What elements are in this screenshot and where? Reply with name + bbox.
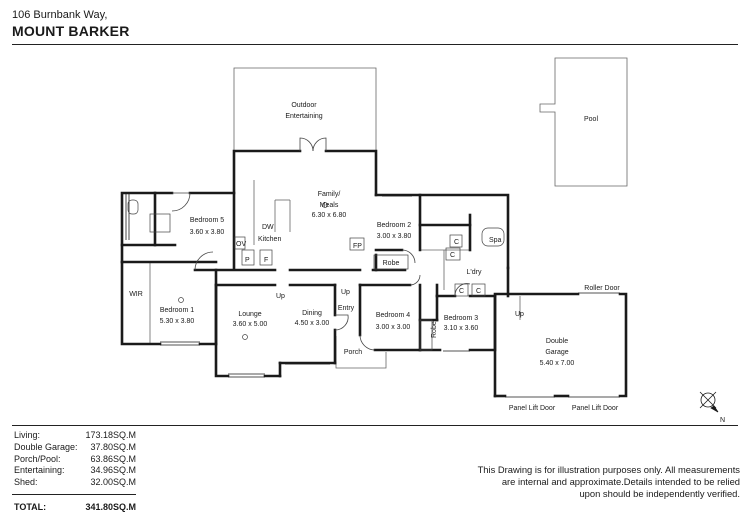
label-bedroom5-dim: 3.60 x 3.80 (190, 229, 225, 236)
fireplace-icon (349, 237, 365, 251)
fixtures (127, 199, 505, 351)
area-value: 34.96SQ.M (90, 465, 136, 476)
label-bedroom2-dim: 3.00 x 3.80 (377, 233, 412, 240)
label-robe-4: Robe (431, 321, 438, 338)
label-c4: C (476, 288, 481, 295)
label-up-1: Up (276, 293, 285, 300)
label-garage: Garage (545, 349, 568, 356)
light-outlines (149, 57, 628, 369)
label-family: Family/ (318, 191, 341, 198)
header-rule (12, 44, 738, 45)
label-entertaining: Entertaining (285, 113, 322, 120)
compass (699, 391, 719, 413)
label-porch: Porch (344, 349, 362, 356)
label-c2: C (450, 252, 455, 259)
label-family-dim: 6.30 x 6.80 (312, 212, 347, 219)
area-row: Entertaining: 34.96SQ.M (14, 465, 136, 477)
area-label: Entertaining: (14, 465, 65, 476)
area-row: Porch/Pool: 63.86SQ.M (14, 454, 136, 466)
label-fridge: F (264, 257, 268, 264)
label-meals: Meals (320, 202, 339, 209)
floor-plan: Outdoor Entertaining Pool Family/ Meals … (120, 57, 725, 424)
area-label: Double Garage: (14, 441, 78, 452)
area-value: 32.00SQ.M (90, 477, 136, 488)
label-bedroom4: Bedroom 4 (376, 312, 410, 319)
area-label: Shed: (14, 477, 38, 488)
spa-icon (481, 227, 505, 247)
label-double: Double (546, 338, 568, 345)
label-pool: Pool (584, 116, 598, 123)
total-rule (12, 494, 136, 495)
label-wir: WIR (129, 291, 143, 298)
label-garage-dim: 5.40 x 7.00 (540, 360, 575, 367)
label-ldry: L'dry (467, 269, 482, 276)
area-label: Living: (14, 430, 41, 440)
label-roller-door: Roller Door (584, 285, 620, 292)
label-entry: Entry (338, 305, 355, 312)
label-bedroom5: Bedroom 5 (190, 217, 224, 224)
label-dw: DW (262, 224, 274, 231)
label-bedroom1: Bedroom 1 (160, 307, 194, 314)
light-icon (322, 202, 328, 208)
label-bedroom2: Bedroom 2 (377, 222, 411, 229)
label-dining-dim: 4.50 x 3.00 (295, 320, 330, 327)
property-address: 106 Burnbank Way, (12, 9, 108, 21)
windows (125, 193, 620, 398)
total-value: 341.80SQ.M (85, 502, 136, 512)
label-kitchen: Kitchen (258, 236, 281, 243)
label-bedroom4-dim: 3.00 x 3.00 (376, 324, 411, 331)
toilet-icon (127, 199, 139, 215)
label-panel-lift-door-1: Panel Lift Door (509, 405, 556, 412)
label-c1: C (454, 239, 459, 246)
area-value: 37.80SQ.M (90, 441, 136, 452)
disclaimer-line: are internal and approximate.Details int… (501, 476, 740, 487)
area-row: Shed: 32.00SQ.M (14, 477, 136, 489)
walls (120, 149, 628, 398)
compass-icon (700, 392, 716, 408)
label-fp: FP (353, 243, 362, 250)
area-label: Porch/Pool: (14, 453, 61, 464)
label-bedroom3: Bedroom 3 (444, 315, 478, 322)
oven-icon (234, 236, 246, 250)
total-row: TOTAL: 341.80SQ.M (14, 502, 136, 514)
label-lounge-dim: 3.60 x 5.00 (233, 321, 268, 328)
disclaimer-line: This Drawing is for illustration purpose… (477, 464, 740, 475)
area-value: 63.86SQ.M (90, 453, 136, 464)
total-label: TOTAL: (14, 502, 47, 512)
label-c3: C (459, 288, 464, 295)
fridge-icon (259, 249, 273, 266)
label-up-3: Up (515, 311, 524, 318)
label-spa: Spa (489, 237, 502, 244)
area-value: 173.18SQ.M (85, 430, 136, 440)
disclaimer-line: upon should be independently verified. (579, 488, 740, 499)
label-bedroom1-dim: 5.30 x 3.80 (160, 318, 195, 325)
label-robe-2: Robe (383, 260, 400, 267)
area-schedule: Living: 173.18SQ.M Double Garage: 37.80S… (14, 430, 136, 489)
label-up-2: Up (341, 289, 350, 296)
pantry-icon (241, 249, 255, 266)
area-row: Double Garage: 37.80SQ.M (14, 442, 136, 454)
label-panel-lift-door-2: Panel Lift Door (572, 405, 619, 412)
disclaimer: This Drawing is for illustration purpose… (440, 464, 740, 500)
label-dining: Dining (302, 310, 322, 317)
label-outdoor: Outdoor (291, 102, 317, 109)
label-lounge: Lounge (238, 311, 261, 318)
label-bedroom3-dim: 3.10 x 3.60 (444, 325, 479, 332)
area-row: Living: 173.18SQ.M (14, 430, 136, 442)
label-pantry: P (245, 257, 250, 264)
label-north: N (720, 417, 725, 424)
footer-rule (12, 425, 738, 426)
label-ov: OV (236, 241, 246, 248)
property-suburb: MOUNT BARKER (12, 23, 130, 39)
